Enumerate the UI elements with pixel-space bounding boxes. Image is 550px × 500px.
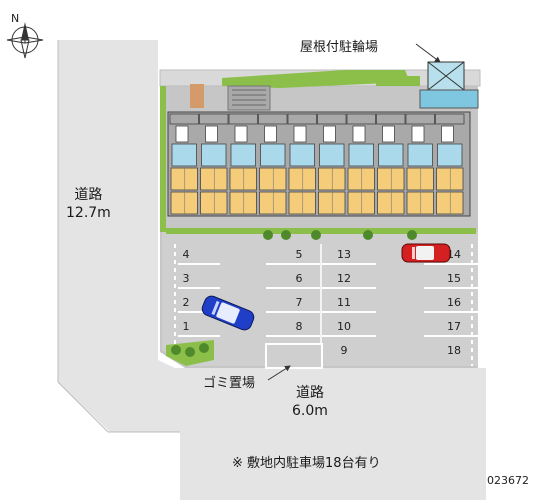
parking-number: 11 — [337, 296, 351, 309]
hatched-area — [190, 84, 204, 108]
parking-lot — [162, 232, 478, 366]
shrubs — [263, 230, 417, 240]
north-garden-2 — [376, 76, 420, 86]
south-road-label: 道路 6.0m — [292, 384, 328, 420]
red-car — [401, 243, 451, 263]
garbage-leader — [267, 365, 291, 381]
parking-number: 8 — [296, 320, 303, 333]
south-hedge — [166, 228, 476, 234]
road-area — [58, 40, 486, 500]
parking-number: 2 — [183, 296, 190, 309]
garden-shrubs — [171, 343, 209, 357]
bicycle-parking-label: 屋根付駐輪場 — [300, 40, 379, 55]
apartment-unit — [258, 113, 288, 215]
west-road-width: 12.7m — [66, 205, 111, 221]
apartment-units — [169, 113, 465, 215]
west-hedge — [160, 86, 166, 232]
parking-number: 3 — [183, 272, 190, 285]
apartment-unit — [317, 113, 347, 215]
apartment-unit — [199, 113, 229, 215]
parking-stall-lines — [174, 244, 478, 366]
parking-number: 17 — [447, 320, 461, 333]
apartment-unit — [228, 113, 258, 215]
south-road-name: 道路 — [295, 385, 324, 401]
apartment-unit — [346, 113, 376, 215]
west-road-label: 道路 12.7m — [66, 186, 111, 222]
apartment-unit — [405, 113, 435, 215]
parking-number: 6 — [296, 272, 303, 285]
apartment-unit — [376, 113, 406, 215]
compass-icon: N — [6, 12, 44, 59]
parking-number: 9 — [341, 344, 348, 357]
parking-note: ※ 敷地内駐車場18台有り — [232, 456, 381, 471]
parking-number: 10 — [337, 320, 351, 333]
parking-number: 4 — [183, 248, 190, 261]
south-road-width: 6.0m — [292, 403, 328, 419]
parking-number: 5 — [296, 248, 303, 261]
apartment-unit — [287, 113, 317, 215]
parking-number: 13 — [337, 248, 351, 261]
bike-leader — [415, 43, 441, 63]
road-edge — [57, 40, 180, 433]
parking-number: 1 — [183, 320, 190, 333]
garbage-area — [265, 343, 323, 369]
parking-number: 18 — [447, 344, 461, 357]
garbage-label: ゴミ置場 — [203, 376, 256, 391]
blue-car — [201, 295, 255, 331]
west-road-name: 道路 — [74, 187, 103, 203]
entrance-strip — [419, 89, 479, 109]
parking-number: 16 — [447, 296, 461, 309]
apartment-unit — [435, 113, 465, 215]
north-garden — [222, 70, 410, 88]
stair-lines — [232, 89, 266, 106]
compass-north: N — [11, 12, 19, 25]
parking-number: 15 — [447, 272, 461, 285]
parking-number: 12 — [337, 272, 351, 285]
parking-number: 7 — [296, 296, 303, 309]
apartment-unit — [169, 113, 199, 215]
map-id: 023672 — [487, 474, 529, 487]
